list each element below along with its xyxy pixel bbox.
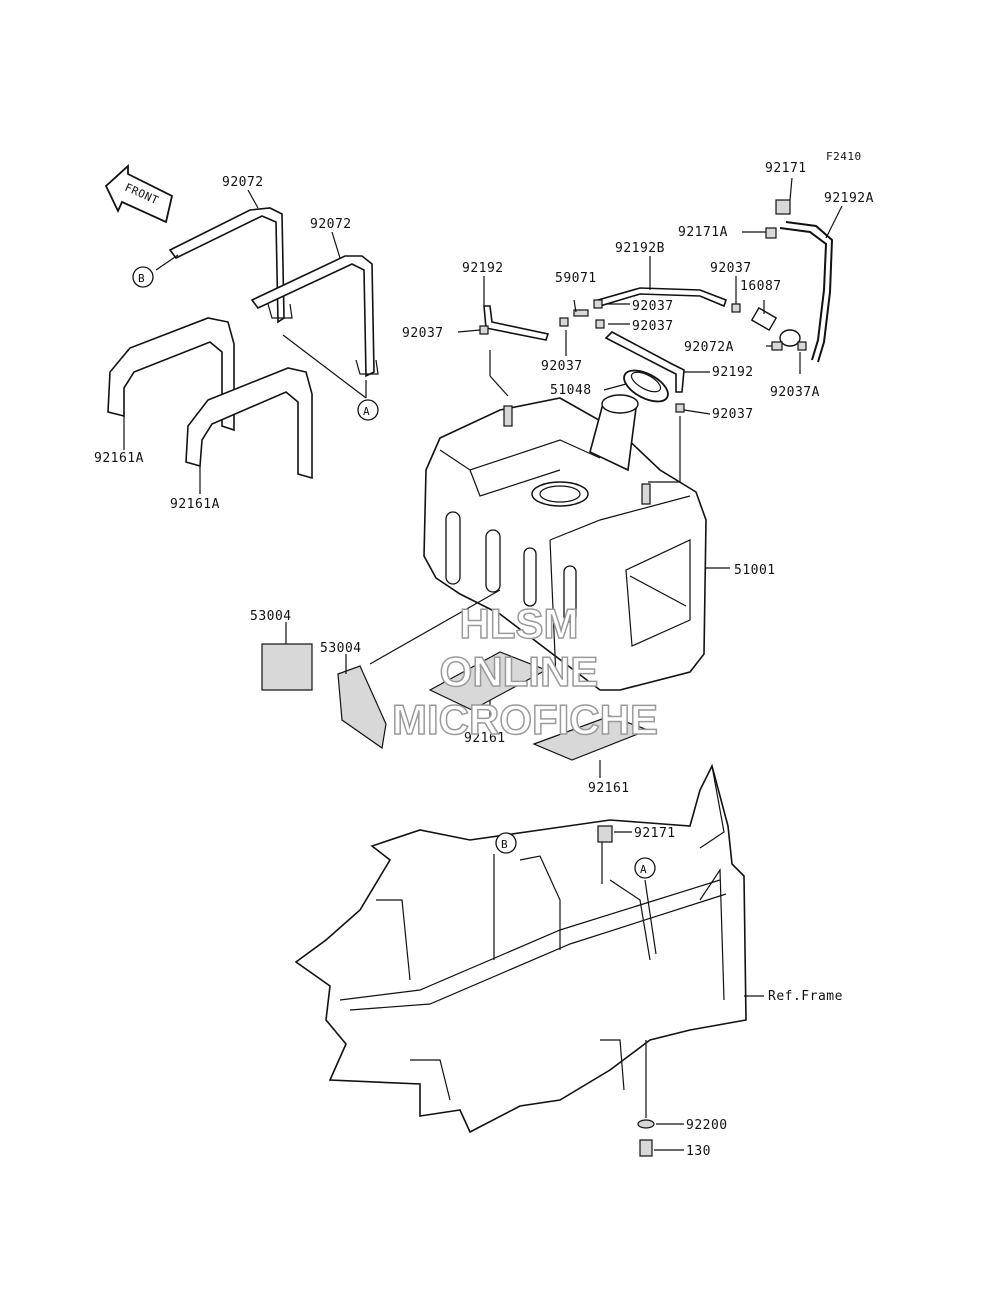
filter-16087[interactable] [750, 306, 801, 347]
watermark-line-1: HLSM [460, 600, 579, 647]
figure-code: F2410 [826, 150, 862, 163]
label-53004-2: 53004 [320, 641, 362, 656]
label-92192: 92192 [462, 261, 504, 276]
fuel-tank-51001[interactable] [423, 394, 707, 691]
label-92037-b: 92037 [632, 319, 674, 334]
label-53004-a[interactable] [261, 622, 313, 691]
watermark-line-2: ONLINE [440, 648, 599, 695]
svg-text:B: B [501, 838, 508, 851]
label-92171-top: 92171 [765, 161, 807, 176]
label-53004-1: 53004 [250, 609, 292, 624]
pad-92161A-front[interactable] [185, 367, 313, 480]
bolt-130[interactable] [639, 1139, 653, 1157]
label-92192A: 92192A [824, 191, 874, 206]
svg-text:A: A [640, 863, 647, 876]
fuel-cap-51048[interactable] [619, 364, 673, 408]
clip-92171-frame[interactable] [597, 825, 613, 884]
strap-92072-front[interactable] [250, 255, 379, 378]
label-92161-1: 92161 [464, 731, 506, 746]
hose-92192-left[interactable] [483, 305, 550, 341]
washer-92200[interactable] [637, 1040, 655, 1129]
pad-92161-b[interactable] [532, 715, 650, 778]
label-53004-b[interactable] [337, 589, 501, 750]
hose-92192-right[interactable] [604, 331, 685, 393]
strap-92072-rear[interactable] [168, 207, 285, 324]
hose-92192B[interactable] [596, 287, 728, 308]
clamps[interactable] [479, 199, 807, 505]
watermark: HLSM ONLINE MICROFICHE [391, 599, 659, 744]
watermark-line-3: MICROFICHE [392, 696, 658, 743]
frame-ref [294, 763, 747, 1134]
svg-text:B: B [138, 272, 145, 285]
label-92171-frame: 92171 [634, 826, 676, 841]
front-arrow-icon: FRONT [104, 163, 174, 224]
callout-a-top: A [282, 334, 379, 421]
svg-text:A: A [363, 405, 370, 418]
pad-92161A-rear[interactable] [107, 317, 235, 432]
label-92037-e: 92037 [712, 407, 754, 422]
label-51001: 51001 [734, 563, 776, 578]
hose-92192A[interactable] [779, 221, 834, 363]
part-labels: 92072 92072 92161A 92161A 92192 92037 59… [94, 161, 874, 1159]
label-51048: 51048 [550, 383, 592, 398]
label-92171A: 92171A [678, 225, 728, 240]
label-92161A-1: 92161A [94, 451, 144, 466]
label-92037-d: 92037 [710, 261, 752, 276]
leader-lines [123, 177, 843, 1151]
label-ref-frame: Ref.Frame [768, 989, 843, 1004]
label-92072-2: 92072 [310, 217, 352, 232]
callout-b-frame: B [493, 832, 517, 960]
label-130: 130 [686, 1144, 711, 1159]
label-92200: 92200 [686, 1118, 728, 1133]
label-92072-1: 92072 [222, 175, 264, 190]
callout-b-top: B [132, 254, 179, 288]
label-16087: 16087 [740, 279, 782, 294]
label-92072A: 92072A [684, 340, 734, 355]
pad-92161-a[interactable] [428, 651, 548, 728]
label-92161A-2: 92161A [170, 497, 220, 512]
label-92192B: 92192B [615, 241, 665, 256]
label-92037-left: 92037 [402, 326, 444, 341]
callout-a-frame: A [634, 857, 657, 955]
label-92192-r: 92192 [712, 365, 754, 380]
label-59071: 59071 [555, 271, 597, 286]
label-92161-2: 92161 [588, 781, 630, 796]
label-92037A: 92037A [770, 385, 820, 400]
label-92037-c: 92037 [541, 359, 583, 374]
label-92037-a: 92037 [632, 299, 674, 314]
